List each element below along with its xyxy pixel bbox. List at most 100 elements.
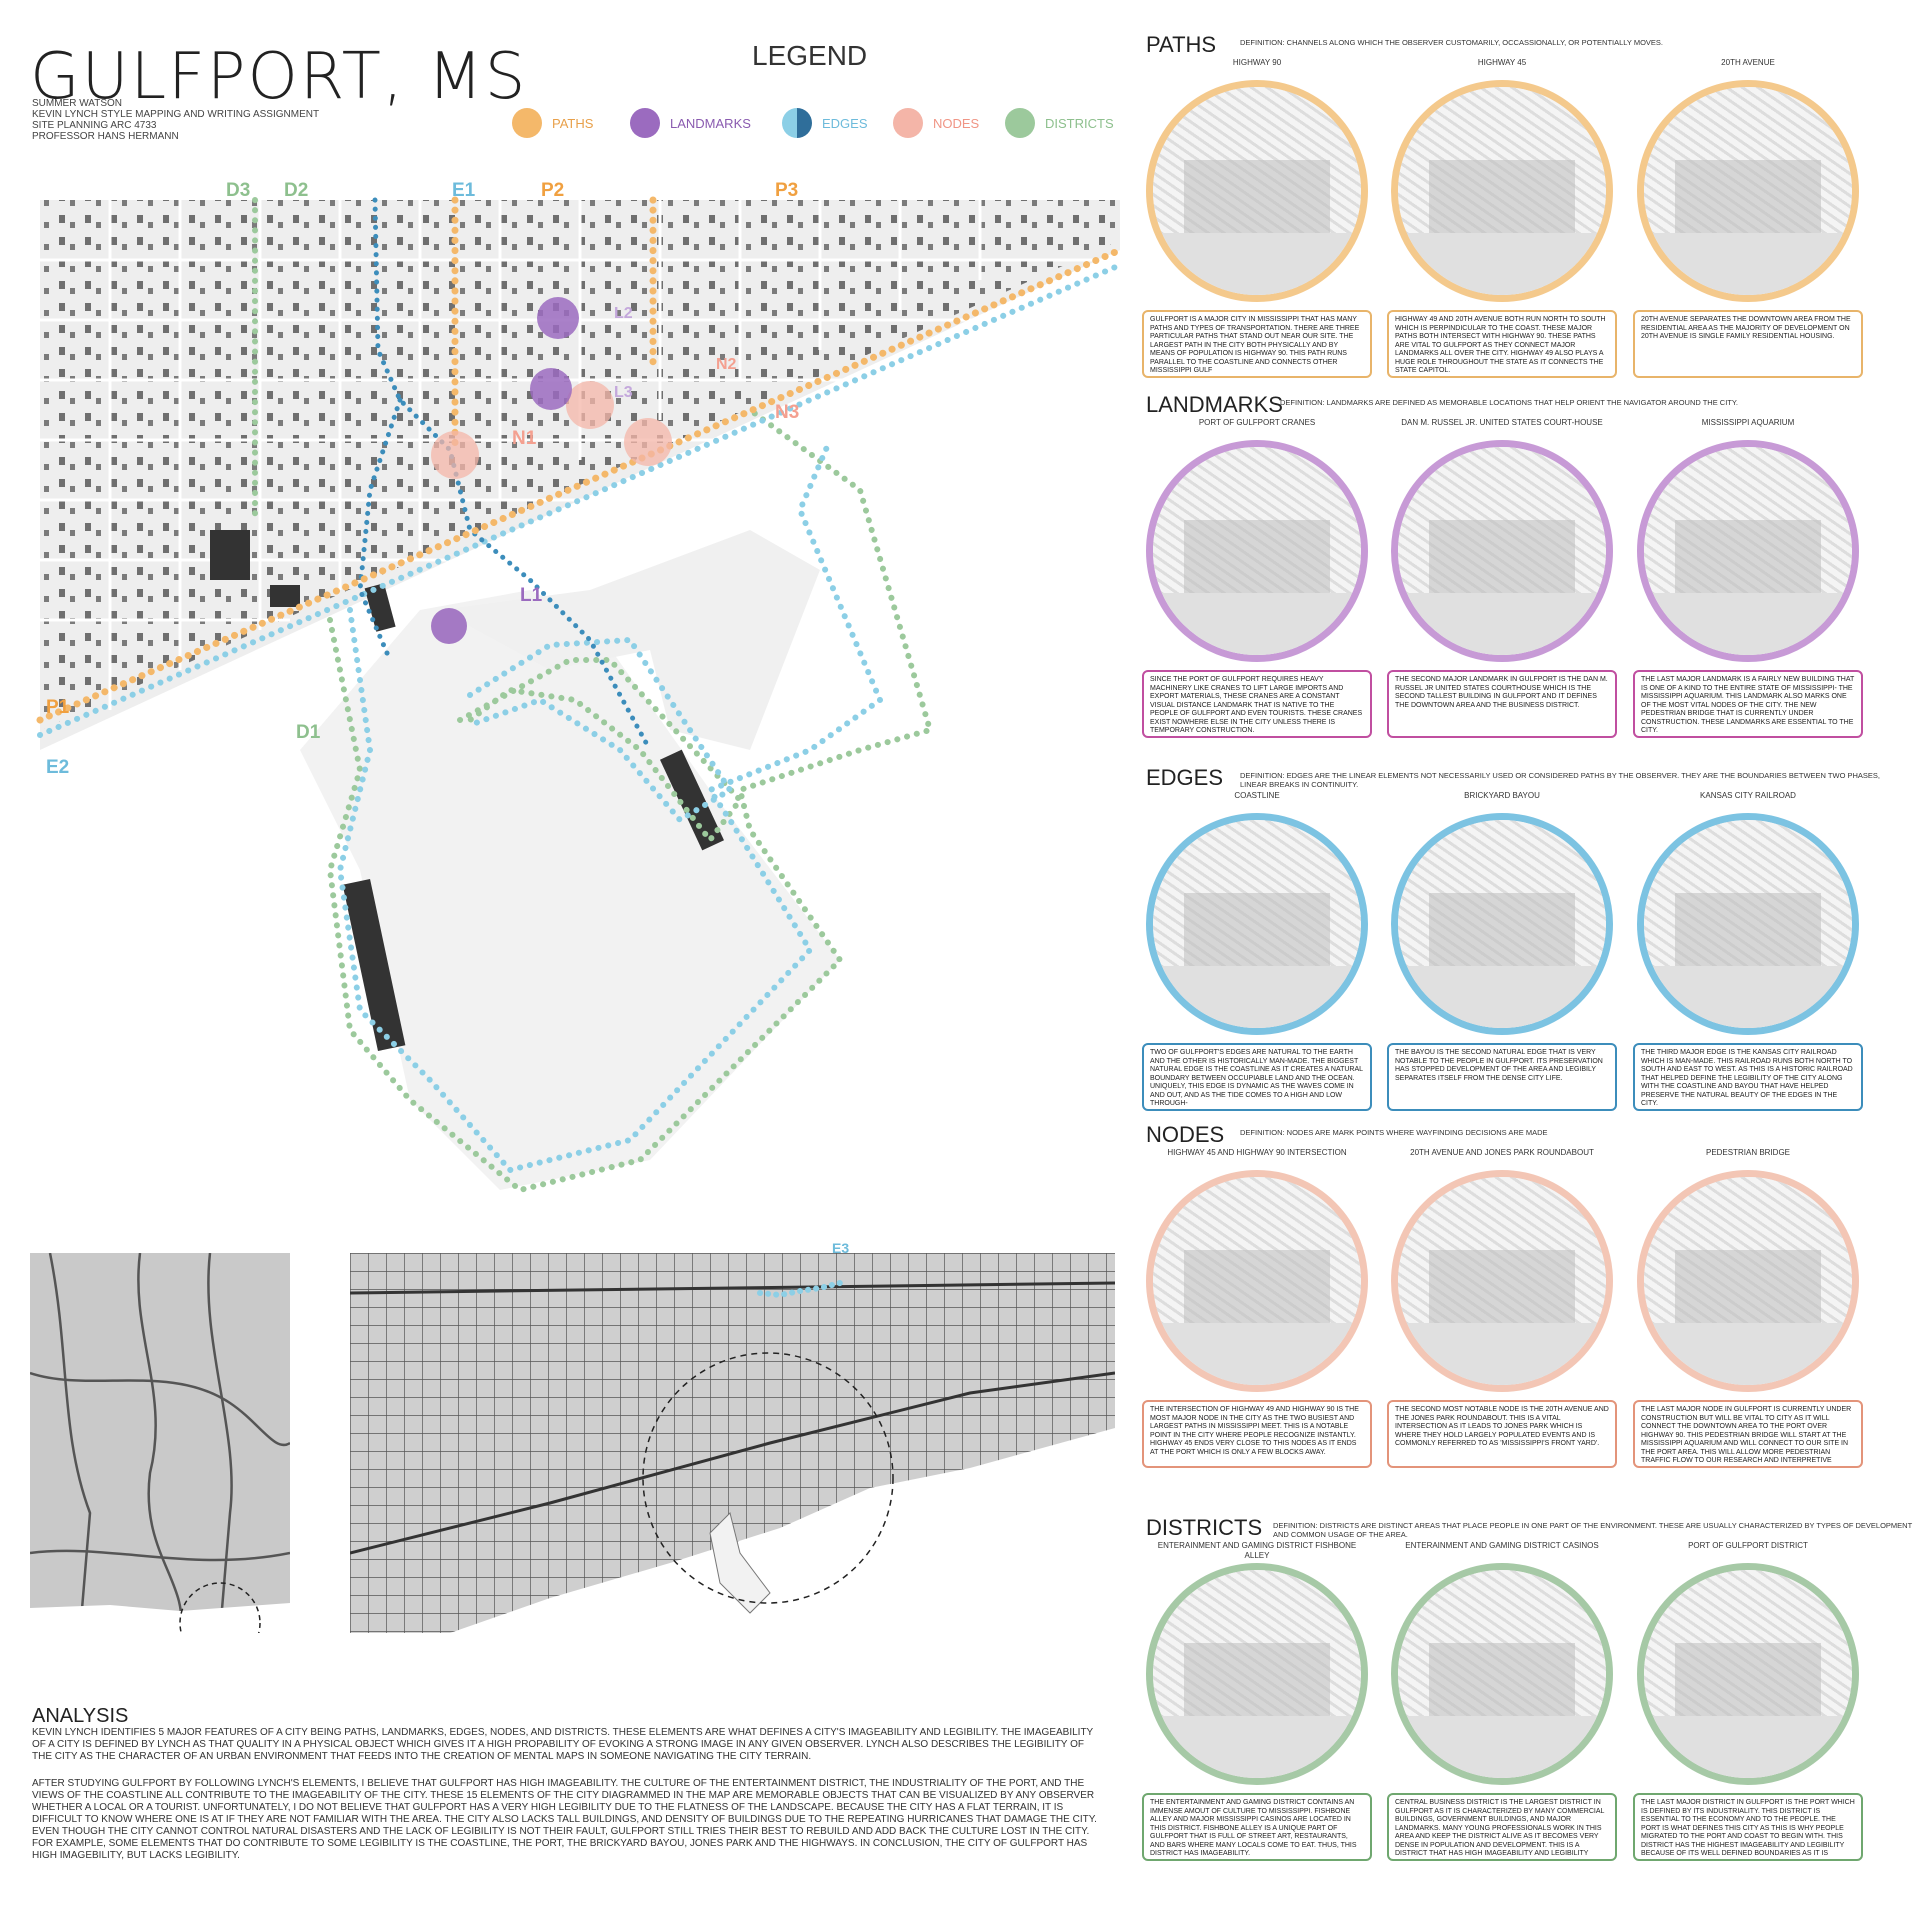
- analysis-title: ANALYSIS: [32, 1705, 129, 1727]
- label-e2: E2: [46, 757, 70, 778]
- edges-item-label: COASTLINE: [1234, 791, 1280, 800]
- credits: SUMMER WATSON KEVIN LYNCH STYLE MAPPING …: [32, 98, 319, 142]
- node-n3: [624, 418, 672, 466]
- assignment: KEVIN LYNCH STYLE MAPPING AND WRITING AS…: [32, 109, 320, 120]
- author: SUMMER WATSON: [32, 98, 122, 109]
- label-p2: P2: [541, 180, 565, 201]
- paths-sketch-image: [1637, 80, 1859, 302]
- nodes-description: THE SECOND MOST NOTABLE NODE IS THE 20TH…: [1387, 1400, 1617, 1468]
- edges-description: THE BAYOU IS THE SECOND NATURAL EDGE THA…: [1387, 1043, 1617, 1111]
- label-n3: N3: [775, 402, 800, 423]
- districts-definition: DEFINITION: DISTRICTS ARE DISTINCT AREAS…: [1273, 1521, 1913, 1539]
- landmarks-definition: DEFINITION: LANDMARKS ARE DEFINED AS MEM…: [1280, 398, 1739, 407]
- label-p3: P3: [775, 180, 799, 201]
- landmarks-section-title: LANDMARKS: [1146, 392, 1283, 417]
- legend-edges: EDGES: [782, 108, 868, 138]
- landmarks-swatch: [630, 108, 660, 138]
- landmark-l3: [530, 368, 572, 410]
- districts-sketch-image: [1391, 1563, 1613, 1785]
- districts-description: THE LAST MAJOR DISTRICT IN GULFPORT IS T…: [1633, 1793, 1863, 1861]
- edges-item-label: BRICKYARD BAYOU: [1464, 791, 1540, 800]
- paths-description: GULFPORT IS A MAJOR CITY IN MISSISSIPPI …: [1142, 310, 1372, 378]
- districts-swatch: [1005, 108, 1035, 138]
- course: SITE PLANNING ARC 4733: [32, 120, 157, 131]
- landmarks-item-label: DAN M. RUSSEL JR. UNITED STATES COURT-HO…: [1401, 418, 1603, 427]
- label-e1: E1: [452, 180, 476, 201]
- legend-label: PATHS: [552, 115, 594, 131]
- paths-definition: DEFINITION: CHANNELS ALONG WHICH THE OBS…: [1240, 38, 1664, 47]
- landmarks-description: SINCE THE PORT OF GULFPORT REQUIRES HEAV…: [1142, 670, 1372, 738]
- paths-section-title: PATHS: [1146, 32, 1217, 57]
- edges-sketch-image: [1391, 813, 1613, 1035]
- label-d1: D1: [296, 722, 321, 743]
- paths-item-label: 20TH AVENUE: [1721, 58, 1775, 67]
- districts-item-label: PORT OF GULFPORT DISTRICT: [1688, 1541, 1808, 1550]
- edge-e3: [757, 1280, 843, 1299]
- professor: PROFESSOR HANS HERMANN: [32, 131, 179, 142]
- paths-swatch: [512, 108, 542, 138]
- label-l1: L1: [520, 585, 543, 606]
- nodes-item-label: PEDESTRIAN BRIDGE: [1705, 1148, 1790, 1157]
- nodes-sketch-image: [1637, 1170, 1859, 1392]
- paths-sketch-image: [1391, 80, 1613, 302]
- landmarks-sketch-image: [1146, 440, 1368, 662]
- regional-map: [30, 1253, 290, 1633]
- nodes-sketch-image: [1391, 1170, 1613, 1392]
- nodes-item-label: HIGHWAY 45 AND HIGHWAY 90 INTERSECTION: [1167, 1148, 1347, 1157]
- landmarks-item-label: PORT OF GULFPORT CRANES: [1198, 418, 1316, 427]
- legend-landmarks: LANDMARKS: [630, 108, 751, 138]
- node-n1: [431, 431, 479, 479]
- page-title: GULFPORT, MS: [30, 40, 528, 114]
- label-l2: L2: [614, 305, 633, 322]
- edges-description: THE THIRD MAJOR EDGE IS THE KANSAS CITY …: [1633, 1043, 1863, 1111]
- legend-nodes: NODES: [893, 108, 979, 138]
- districts-item-label: ENTERAINMENT AND GAMING DISTRICT FISHBON…: [1157, 1541, 1357, 1560]
- main-map: [36, 196, 1124, 1194]
- label-l3: L3: [614, 384, 633, 401]
- nodes-swatch: [893, 108, 923, 138]
- nodes-description: THE LAST MAJOR NODE IN GULFPORT IS CURRE…: [1633, 1400, 1863, 1468]
- landmarks-description: THE LAST MAJOR LANDMARK IS A FAIRLY NEW …: [1633, 670, 1863, 738]
- focus-circle: [642, 1352, 894, 1604]
- paths-item-label: HIGHWAY 90: [1232, 58, 1282, 67]
- legend-districts: DISTRICTS: [1005, 108, 1114, 138]
- districts-sketch-image: [1146, 1563, 1368, 1785]
- label-e3: E3: [832, 1240, 850, 1256]
- landmark-l2: [537, 297, 579, 339]
- edges-sketch-image: [1637, 813, 1859, 1035]
- label-d3: D3: [226, 180, 251, 201]
- districts-sketch-image: [1637, 1563, 1859, 1785]
- node-n2: [566, 381, 614, 429]
- paths-description: HIGHWAY 49 AND 20TH AVENUE BOTH RUN NORT…: [1387, 310, 1617, 378]
- label-n2: N2: [716, 356, 737, 373]
- edges-definition: DEFINITION: EDGES ARE THE LINEAR ELEMENT…: [1240, 771, 1881, 789]
- label-d2: D2: [284, 180, 309, 201]
- edges-swatch: [782, 108, 812, 138]
- legend-label: LANDMARKS: [670, 115, 751, 131]
- edges-section-title: EDGES: [1146, 765, 1224, 790]
- districts-item-label: ENTERAINMENT AND GAMING DISTRICT CASINOS: [1405, 1541, 1599, 1550]
- nodes-description: THE INTERSECTION OF HIGHWAY 49 AND HIGHW…: [1142, 1400, 1372, 1468]
- legend-label: DISTRICTS: [1045, 115, 1114, 131]
- focus-circle: [179, 1582, 261, 1633]
- analysis-paragraph-1: KEVIN LYNCH IDENTIFIES 5 MAJOR FEATURES …: [32, 1727, 1094, 1762]
- districts-section-title: DISTRICTS: [1146, 1515, 1263, 1540]
- nodes-definition: DEFINITION: NODES ARE MARK POINTS WHERE …: [1240, 1128, 1548, 1137]
- landmarks-sketch-image: [1637, 440, 1859, 662]
- nodes-sketch-image: [1146, 1170, 1368, 1392]
- legend-label: EDGES: [822, 115, 868, 131]
- label-p1: P1: [46, 697, 70, 718]
- edges-item-label: KANSAS CITY RAILROAD: [1700, 791, 1796, 800]
- edges-description: TWO OF GULFPORT'S EDGES ARE NATURAL TO T…: [1142, 1043, 1372, 1111]
- paths-item-label: HIGHWAY 45: [1477, 58, 1527, 67]
- paths-sketch-image: [1146, 80, 1368, 302]
- districts-description: CENTRAL BUSINESS DISTRICT IS THE LARGEST…: [1387, 1793, 1617, 1861]
- port-building: [659, 749, 725, 851]
- paths-description: 20TH AVENUE SEPARATES THE DOWNTOWN AREA …: [1633, 310, 1863, 378]
- legend-title: LEGEND: [752, 40, 868, 71]
- legend-paths: PATHS: [512, 108, 593, 138]
- districts-description: THE ENTERTAINMENT AND GAMING DISTRICT CO…: [1142, 1793, 1372, 1861]
- legend-label: NODES: [933, 115, 980, 131]
- edges-sketch-image: [1146, 813, 1368, 1035]
- landmarks-description: THE SECOND MAJOR LANDMARK IN GULFPORT IS…: [1387, 670, 1617, 738]
